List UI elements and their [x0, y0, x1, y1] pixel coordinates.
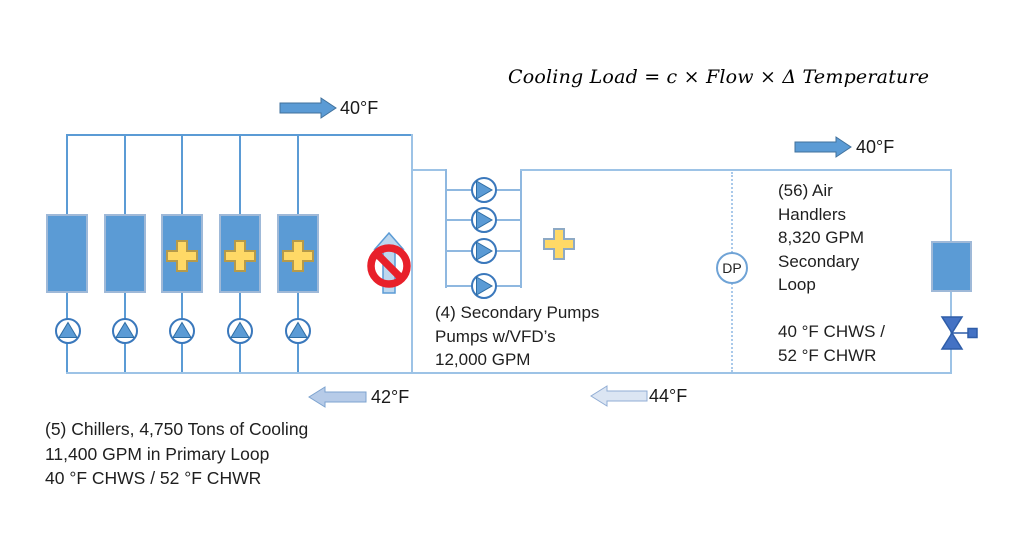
- cooling-load-formula: Cooling Load = c × Flow × Δ Temperature: [508, 66, 930, 88]
- secondary-return-temp-label: 44°F: [649, 386, 688, 406]
- pipe-secondary-supply-b: [520, 169, 952, 171]
- pipe-chiller-drop-5: [297, 136, 299, 214]
- air-handlers-caption-line-4: Secondary: [778, 251, 860, 271]
- chiller-offline-plus-icon-2: [224, 240, 256, 272]
- secondary-pumps-caption-line-3: 12,000 GPM: [435, 350, 531, 369]
- flow-arrow-secondary-supply-icon: [794, 136, 852, 158]
- air-handlers-caption: (56) Air Handlers 8,320 GPM Secondary Lo…: [778, 179, 864, 297]
- air-handlers-caption-line-2: Handlers: [778, 204, 847, 224]
- dp-sensor-label: DP: [722, 260, 742, 276]
- flow-arrow-primary-supply-icon: [279, 97, 337, 119]
- flow-arrow-primary-return-icon: [308, 386, 367, 408]
- air-handlers-caption-line-1: (56) Air: [778, 181, 833, 200]
- primary-supply-temp-label: 40°F: [340, 98, 379, 118]
- chiller-offline-plus-icon-3: [282, 240, 314, 272]
- primary-pump-icon-4: [227, 318, 253, 344]
- air-handlers-temps-line-1: 40 °F CHWS /: [778, 322, 885, 341]
- pumps-offline-plus-icon: [543, 228, 575, 260]
- pipe-secondary-supply-a: [411, 169, 447, 171]
- pipe-primary-supply-header: [66, 134, 413, 136]
- chiller-offline-plus-icon-1: [166, 240, 198, 272]
- dp-sensor: DP: [716, 252, 748, 284]
- pipe-pump-manifold-left: [445, 169, 447, 288]
- air-handlers-temps-line-2: 52 °F CHWR: [778, 345, 877, 365]
- air-handlers-caption-line-3: 8,320 GPM: [778, 228, 864, 247]
- secondary-supply-temp-label: 40°F: [856, 137, 895, 157]
- pipe-chiller-drop-4: [239, 136, 241, 214]
- primary-pump-icon-1: [55, 318, 81, 344]
- secondary-pump-icon-2: [471, 207, 497, 233]
- no-flow-prohibition-icon: [367, 244, 411, 288]
- secondary-pumps-caption-line-1: (4) Secondary Pumps: [435, 303, 600, 322]
- air-handler-load-box: [931, 241, 972, 292]
- air-handlers-temps: 40 °F CHWS / 52 °F CHWR: [778, 320, 885, 367]
- primary-pump-icon-3: [169, 318, 195, 344]
- chiller-2: [104, 214, 146, 293]
- secondary-pump-icon-4: [471, 273, 497, 299]
- chiller-1: [46, 214, 88, 293]
- secondary-pump-icon-3: [471, 238, 497, 264]
- pipe-chiller-drop-3: [181, 136, 183, 214]
- pipe-decoupler-bypass: [411, 134, 413, 374]
- pipe-chiller-drop-1: [66, 136, 68, 214]
- primary-return-temp-label: 42°F: [371, 387, 410, 407]
- control-valve-icon: [940, 316, 978, 350]
- primary-loop-caption: (5) Chillers, 4,750 Tons of Cooling 11,4…: [45, 417, 308, 491]
- pipe-pump-manifold-right: [520, 169, 522, 288]
- secondary-pump-icon-1: [471, 177, 497, 203]
- primary-caption-line-2: 11,400 GPM in Primary Loop: [45, 443, 270, 464]
- secondary-pumps-caption: (4) Secondary Pumps Pumps w/VFD’s 12,000…: [435, 301, 599, 372]
- pipe-chiller-drop-2: [124, 136, 126, 214]
- primary-caption-line-1: (5) Chillers, 4,750 Tons of Cooling: [45, 419, 309, 439]
- flow-arrow-secondary-return-icon: [590, 385, 648, 407]
- pipe-return-line: [66, 372, 952, 374]
- secondary-pumps-caption-line-2: Pumps w/VFD’s: [435, 326, 556, 346]
- primary-pump-icon-5: [285, 318, 311, 344]
- air-handlers-caption-line-5: Loop: [778, 275, 816, 294]
- primary-caption-line-3: 40 °F CHWS / 52 °F CHWR: [45, 468, 262, 488]
- primary-pump-icon-2: [112, 318, 138, 344]
